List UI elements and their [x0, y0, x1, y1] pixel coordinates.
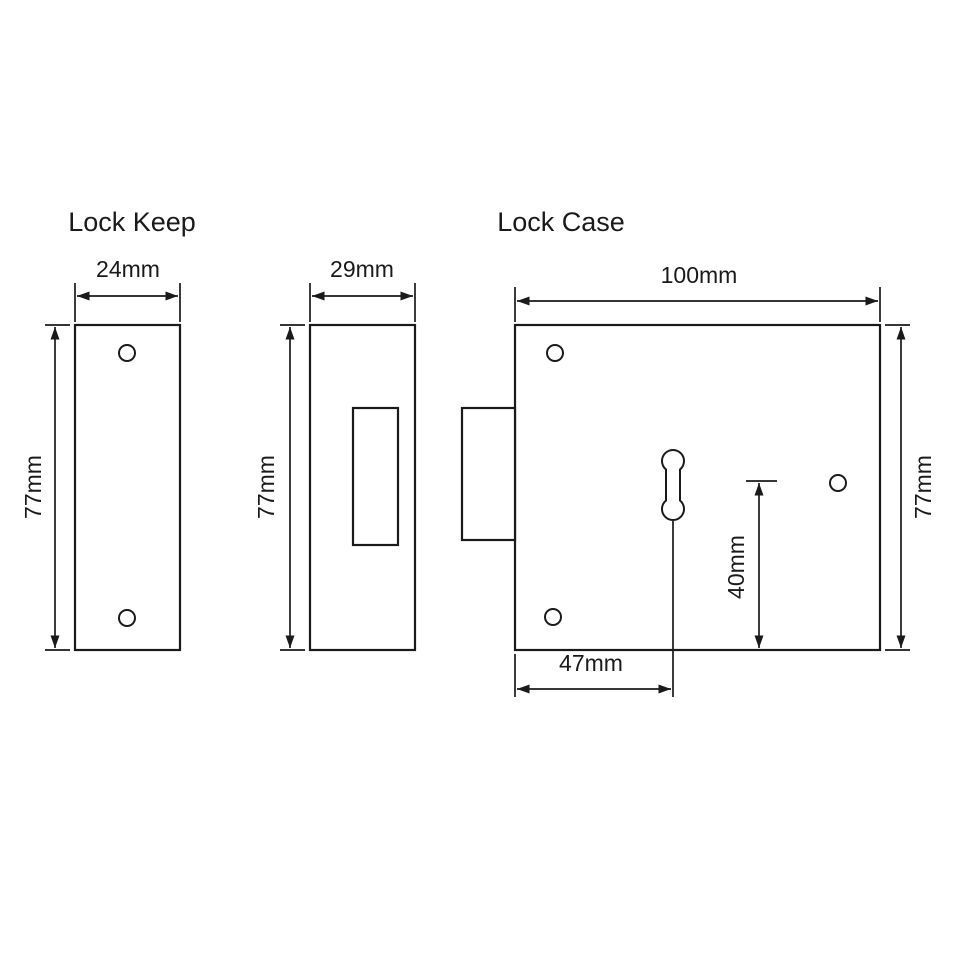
keep-plate-outline: [73, 323, 182, 652]
lock-body-view: [308, 323, 417, 652]
keyhole-vertical-dimension: 40mm: [723, 480, 777, 648]
case-screw-hole-bottom-left: [544, 608, 562, 626]
body-height-dimension: 77mm: [253, 324, 305, 651]
lock-case-view: [460, 323, 882, 652]
case-outline: [513, 323, 882, 652]
case-height-dimension: 77mm: [885, 324, 936, 651]
case-width-label: 100mm: [661, 262, 738, 288]
keyhole: [661, 449, 685, 521]
case-width-dimension: 100mm: [514, 262, 881, 322]
lock-keep-title: Lock Keep: [68, 207, 196, 237]
case-height-label: 77mm: [910, 455, 936, 519]
case-screw-hole-right: [829, 474, 847, 492]
case-screw-hole-top-left: [546, 344, 564, 362]
lock-case-title: Lock Case: [497, 207, 625, 237]
keep-height-label: 77mm: [20, 455, 46, 519]
keep-width-label: 24mm: [96, 256, 160, 282]
keyhole-horizontal-dimension: 47mm: [514, 521, 674, 697]
lock-keep-view: [73, 323, 182, 652]
keyhole-vertical-label: 40mm: [723, 535, 749, 599]
case-bolt: [460, 406, 517, 542]
keyhole-horizontal-label: 47mm: [559, 650, 623, 676]
keep-screw-hole-bottom: [118, 609, 136, 627]
keep-screw-hole-top: [118, 344, 136, 362]
keep-height-dimension: 77mm: [20, 324, 70, 651]
body-bolt-slot: [351, 406, 400, 547]
keep-width-dimension: 24mm: [74, 256, 181, 322]
body-height-label: 77mm: [253, 455, 279, 519]
body-width-label: 29mm: [330, 256, 394, 282]
body-width-dimension: 29mm: [309, 256, 416, 322]
